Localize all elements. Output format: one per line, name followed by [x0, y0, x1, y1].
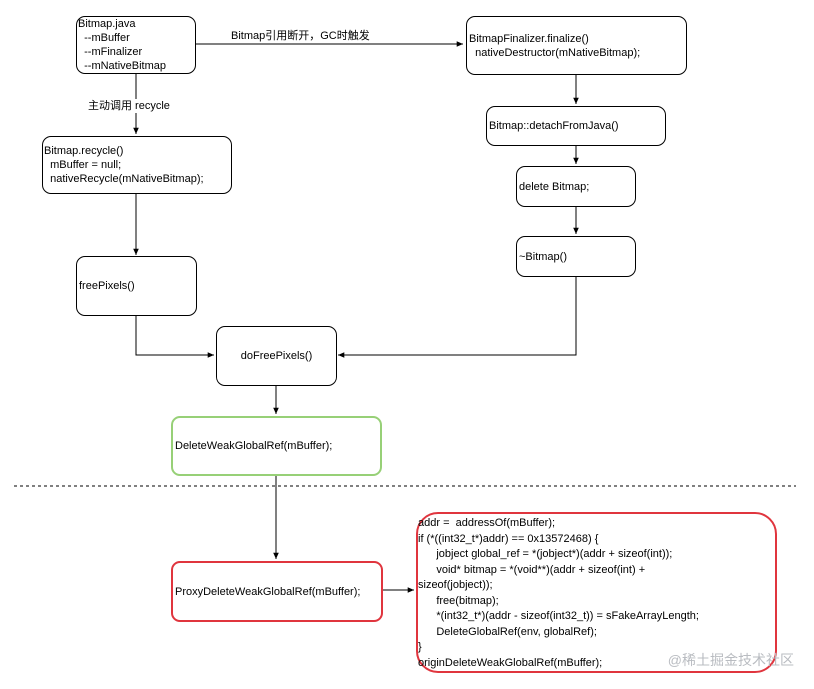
node-free-pixels: freePixels() — [76, 256, 197, 316]
node-proxy-delete-weak-global-ref: ProxyDeleteWeakGlobalRef(mBuffer); — [171, 561, 383, 622]
code-line: originDeleteWeakGlobalRef(mBuffer); — [418, 656, 603, 669]
node-recycle-line: Bitmap.recycle() — [44, 145, 124, 157]
code-block-text: addr = addressOf(mBuffer); if (*((int32_… — [418, 516, 699, 671]
node-detach-from-java: Bitmap::detachFromJava() — [486, 106, 666, 146]
node-do-free-pixels: doFreePixels() — [216, 326, 337, 386]
node-do-free-pixels-label: doFreePixels() — [240, 350, 313, 362]
node-code-block — [416, 512, 777, 673]
code-line: jobject global_ref = *(jobject*)(addr + … — [418, 548, 673, 560]
watermark: @稀土掘金技术社区 — [667, 652, 794, 668]
label-recycle-call: 主动调用 recycle — [88, 99, 170, 113]
node-bitmap-java-line: --mNativeBitmap — [78, 60, 167, 72]
code-line: if (*((int32_t*)addr) == 0x13572468) { — [418, 532, 599, 545]
node-bitmap-recycle: Bitmap.recycle() mBuffer = null; nativeR… — [42, 136, 232, 194]
code-line: DeleteGlobalRef(env, globalRef); — [418, 625, 597, 638]
node-bitmap-java-line: --mBuffer — [78, 32, 130, 44]
code-line: sizeof(jobject)); — [418, 579, 493, 591]
node-finalizer-line: nativeDestructor(mNativeBitmap); — [469, 46, 641, 59]
node-destructor-label: ~Bitmap() — [519, 250, 567, 263]
code-line: addr = addressOf(mBuffer); — [418, 517, 556, 529]
node-proxy-delete-label: ProxyDeleteWeakGlobalRef(mBuffer); — [175, 585, 361, 598]
code-line: *(int32_t*)(addr - sizeof(int32_t)) = sF… — [418, 610, 699, 622]
node-delete-weak-label: DeleteWeakGlobalRef(mBuffer); — [175, 440, 333, 452]
node-delete-weak-global-ref: DeleteWeakGlobalRef(mBuffer); — [171, 416, 382, 476]
node-delete-bitmap-label: delete Bitmap; — [519, 180, 590, 193]
node-bitmap-destructor: ~Bitmap() — [516, 236, 636, 277]
node-bitmap-finalizer: BitmapFinalizer.finalize() nativeDestruc… — [466, 16, 687, 75]
code-line: void* bitmap = *(void**)(addr + sizeof(i… — [418, 563, 646, 576]
node-delete-bitmap: delete Bitmap; — [516, 166, 636, 207]
node-bitmap-java: Bitmap.java --mBuffer --mFinalizer --mNa… — [76, 16, 196, 74]
node-bitmap-java-line: --mFinalizer — [78, 46, 143, 58]
code-line: } — [418, 641, 422, 653]
code-line: free(bitmap); — [418, 594, 499, 607]
label-gc-trigger: Bitmap引用断开，GC时触发 — [231, 29, 370, 43]
node-bitmap-java-line: Bitmap.java — [78, 18, 136, 30]
node-recycle-line: mBuffer = null; — [44, 159, 122, 171]
edge-freepixels-to-dofreepixels — [135, 314, 214, 358]
node-free-pixels-label: freePixels() — [79, 280, 135, 292]
node-recycle-line: nativeRecycle(mNativeBitmap); — [44, 173, 204, 185]
node-finalizer-line: BitmapFinalizer.finalize() — [469, 32, 589, 45]
node-detach-label: Bitmap::detachFromJava() — [489, 120, 619, 132]
edge-destructor-to-dofreepixels — [338, 276, 577, 358]
